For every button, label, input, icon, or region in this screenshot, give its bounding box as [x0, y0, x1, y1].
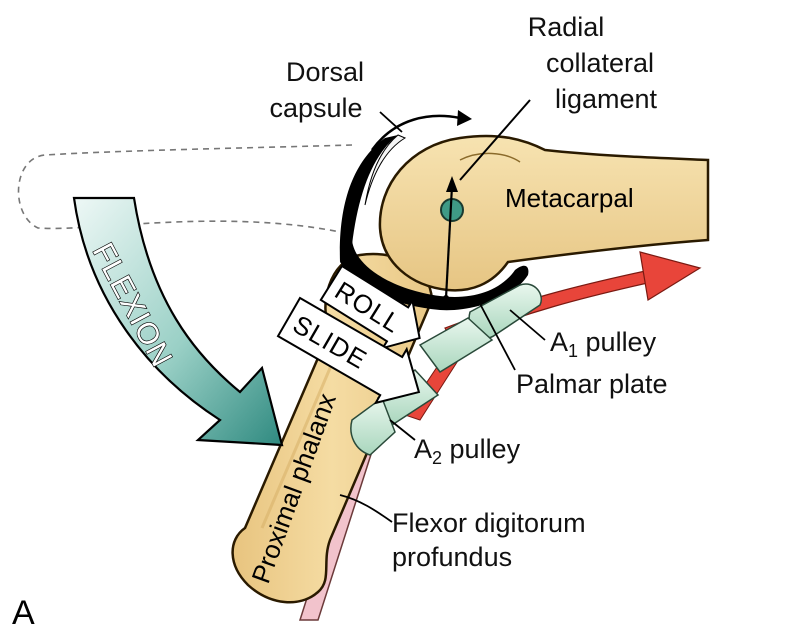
dorsal-capsule-light	[364, 134, 407, 206]
a2-pulley	[350, 368, 440, 456]
a1-pulley-label: A1 pulley	[550, 327, 657, 361]
dorsal-label-line2: capsule	[269, 93, 362, 123]
metacarpal-label: Metacarpal	[505, 183, 634, 213]
a2-pulley-label: A2 pulley	[414, 434, 521, 468]
collateral-ligament-leader	[459, 99, 531, 181]
extended-position-outline	[17, 144, 353, 233]
panel-letter: A	[12, 594, 35, 632]
radial-label-line3: ligament	[555, 84, 658, 114]
fdp-label-line2: profundus	[392, 542, 512, 572]
palmar-plate	[340, 240, 529, 311]
dorsal-label-line1: Dorsal	[286, 57, 364, 87]
radial-label-line2: collateral	[546, 48, 654, 78]
fdp-label-line1: Flexor digitorum	[392, 508, 586, 538]
dorsal-capsule	[339, 135, 398, 262]
axis-arrow	[444, 185, 454, 299]
flexion-arrow	[72, 196, 284, 447]
metacarpal	[378, 134, 710, 292]
radial-label-line1: Radial	[528, 12, 605, 42]
a1-pulley	[418, 283, 542, 373]
flexor-tendon-arrowhead	[639, 251, 702, 301]
dorsal-capsule-arrow	[370, 114, 461, 151]
palmar-plate-label: Palmar plate	[516, 369, 668, 399]
